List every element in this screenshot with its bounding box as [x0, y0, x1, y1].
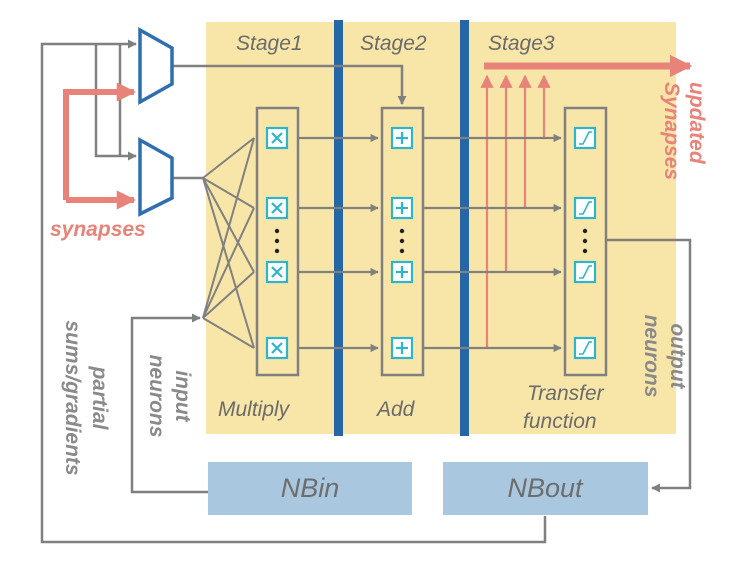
ellipsis-dots: [274, 228, 280, 254]
multiply-icon: [265, 196, 289, 220]
mux-to-adder-line: [172, 64, 407, 105]
sigmoid-icon: [573, 196, 597, 220]
output-neurons-label-2: neurons: [640, 315, 663, 398]
transfer-label-1: Transfer: [527, 382, 605, 405]
stage-links: [298, 133, 562, 353]
plus-icon: [390, 126, 414, 150]
multiply-icon: [265, 260, 289, 284]
multiply-icon: [265, 336, 289, 360]
crossbar-lines: [202, 137, 255, 349]
adder-column: [380, 106, 425, 377]
nbout-buffer: [443, 462, 648, 515]
sigmoid-icon: [573, 260, 597, 284]
ellipsis-dots: [582, 228, 588, 254]
ellipsis-dots: [399, 228, 405, 254]
nbin-label: NBin: [281, 473, 340, 503]
multiply-icon: [265, 126, 289, 150]
synapses-routing: [63, 82, 136, 210]
stage1-title: Stage1: [236, 32, 303, 55]
stage-background: [206, 22, 676, 434]
stage2-title: Stage2: [360, 32, 427, 55]
partial-sums-label-2: sums/gradients: [61, 320, 84, 475]
multiplexer-icon: [138, 137, 174, 217]
left-routing: [94, 44, 137, 161]
nbout-label: NBout: [507, 473, 584, 503]
multiply-label: Multiply: [218, 398, 291, 421]
updated-synapses-label-1: updated: [685, 82, 708, 165]
input-neurons-label-1: input: [171, 370, 194, 422]
multiplexer-icon: [138, 27, 174, 105]
plus-icon: [390, 260, 414, 284]
nbin-buffer: [208, 462, 412, 515]
stage-divider-2: [460, 20, 469, 436]
output-to-nbout-line: [606, 238, 692, 493]
sigmoid-icon: [573, 126, 597, 150]
stage3-title: Stage3: [488, 32, 555, 55]
multiplier-column: [255, 106, 300, 377]
input-neurons-label-2: neurons: [145, 355, 168, 438]
stage-divider-1: [334, 20, 343, 436]
updated-synapses-label-2: Synapses: [660, 82, 683, 180]
plus-icon: [390, 336, 414, 360]
partial-sums-label-1: partial: [88, 365, 111, 430]
synapses-label: synapses: [50, 218, 146, 241]
transfer-label-2: function: [523, 410, 597, 433]
partial-sums-loop: [40, 39, 547, 544]
plus-icon: [390, 196, 414, 220]
transfer-column: [563, 106, 608, 377]
add-label: Add: [375, 398, 416, 421]
output-neurons-label-1: output: [666, 323, 689, 389]
update-taps: [480, 74, 551, 348]
nbin-to-crossbar-line: [130, 313, 208, 494]
sigmoid-icon: [573, 336, 597, 360]
